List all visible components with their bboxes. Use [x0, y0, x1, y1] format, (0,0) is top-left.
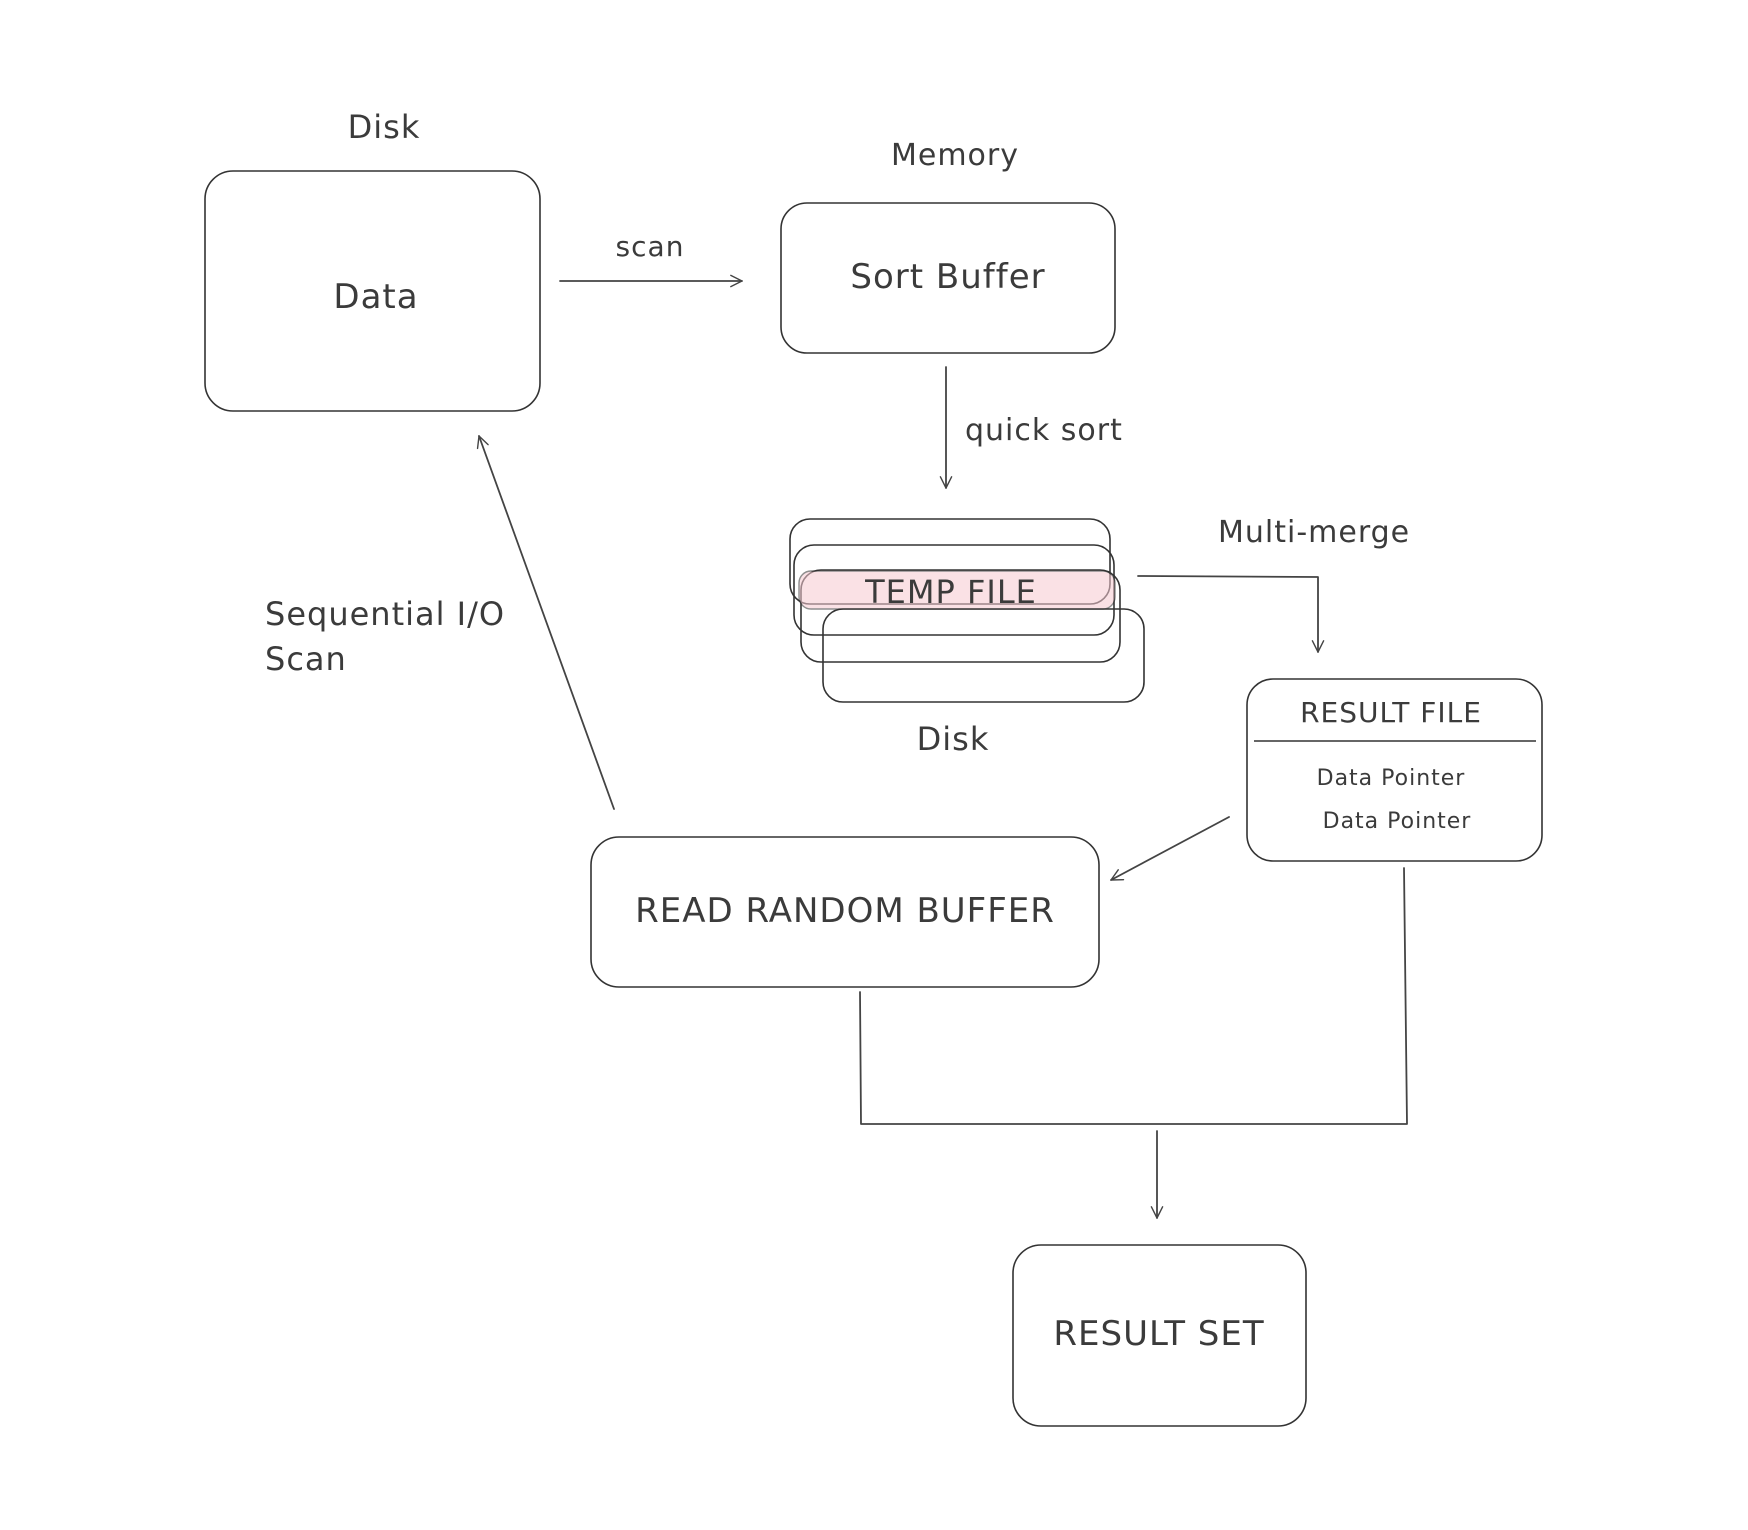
- disk-label-top: Disk: [348, 108, 421, 146]
- quick-sort-label: quick sort: [965, 413, 1123, 448]
- temp-file-label: TEMP FILE: [864, 573, 1037, 611]
- scan-label: scan: [616, 230, 685, 263]
- sort-buffer-label: Sort Buffer: [850, 257, 1045, 297]
- read-random-buffer-node: READ RANDOM BUFFER: [590, 836, 1100, 988]
- result-file-title: RESULT FILE: [1300, 696, 1482, 729]
- sequential-io-arrow: [476, 435, 615, 810]
- data-node-label: Data: [333, 277, 418, 317]
- result-set-node: RESULT SET: [1012, 1244, 1307, 1427]
- data-node: Data: [204, 170, 541, 412]
- temp-file-layer-4: [822, 608, 1145, 703]
- temp-file-highlight: [798, 570, 1116, 610]
- memory-label: Memory: [891, 138, 1019, 173]
- sequential-io-label-line1: Sequential I/O: [265, 595, 505, 633]
- result-file-row: Data Pointer: [1323, 809, 1472, 834]
- buffer-merge-line: [859, 867, 1408, 1125]
- result-file-to-buffer-arrow: [1110, 816, 1230, 881]
- result-file-node: RESULT FILE Data Pointer Data Pointer: [1246, 678, 1543, 862]
- read-random-buffer-label: READ RANDOM BUFFER: [635, 891, 1055, 931]
- temp-file-layer-3: [800, 569, 1121, 663]
- result-set-label: RESULT SET: [1053, 1314, 1264, 1354]
- multi-merge-arrow: [1137, 575, 1325, 653]
- result-file-row: Data Pointer: [1317, 766, 1466, 791]
- multi-merge-label: Multi-merge: [1218, 515, 1410, 550]
- temp-file-stack: TEMP FILE: [789, 518, 1145, 703]
- sequential-io-label-line2: Scan: [265, 640, 347, 678]
- disk-label-bottom: Disk: [917, 720, 990, 758]
- sort-buffer-node: Sort Buffer: [780, 202, 1116, 354]
